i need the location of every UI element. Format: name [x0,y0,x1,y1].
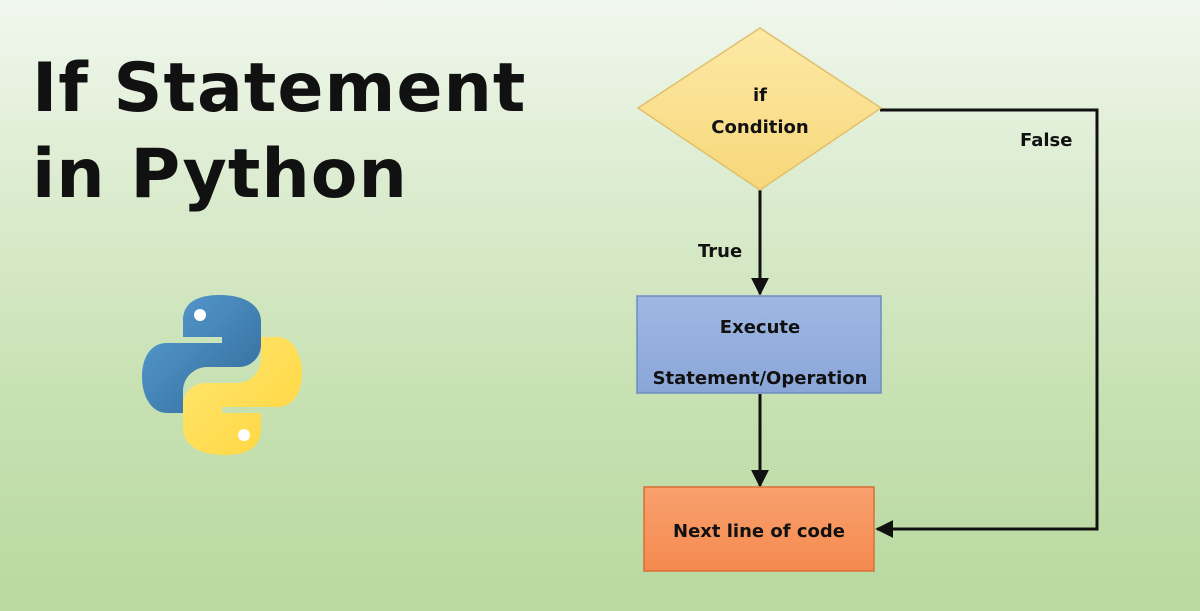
false-edge-label: False [1020,130,1072,151]
next-line-box [643,486,875,572]
title-line-2: in Python [32,135,408,214]
true-edge-label: True [698,241,742,262]
process-label-line-1: Execute [720,317,800,338]
python-logo-blue-eye [194,309,206,321]
decision-label-line-1: if [753,85,767,106]
python-logo-blue-half [142,295,261,413]
python-logo-yellow-half [183,337,302,455]
python-logo-icon [142,295,302,455]
next-line-label: Next line of code [673,521,845,542]
page-title: If Statement in Python [32,46,526,218]
title-line-1: If Statement [32,49,527,128]
python-logo-yellow-eye [238,429,250,441]
false-connector [875,108,1099,538]
decision-label-line-2: Condition [711,117,808,138]
decision-diamond [636,27,883,191]
process-box [636,295,882,394]
process-label-line-2: Statement/Operation [653,368,868,389]
